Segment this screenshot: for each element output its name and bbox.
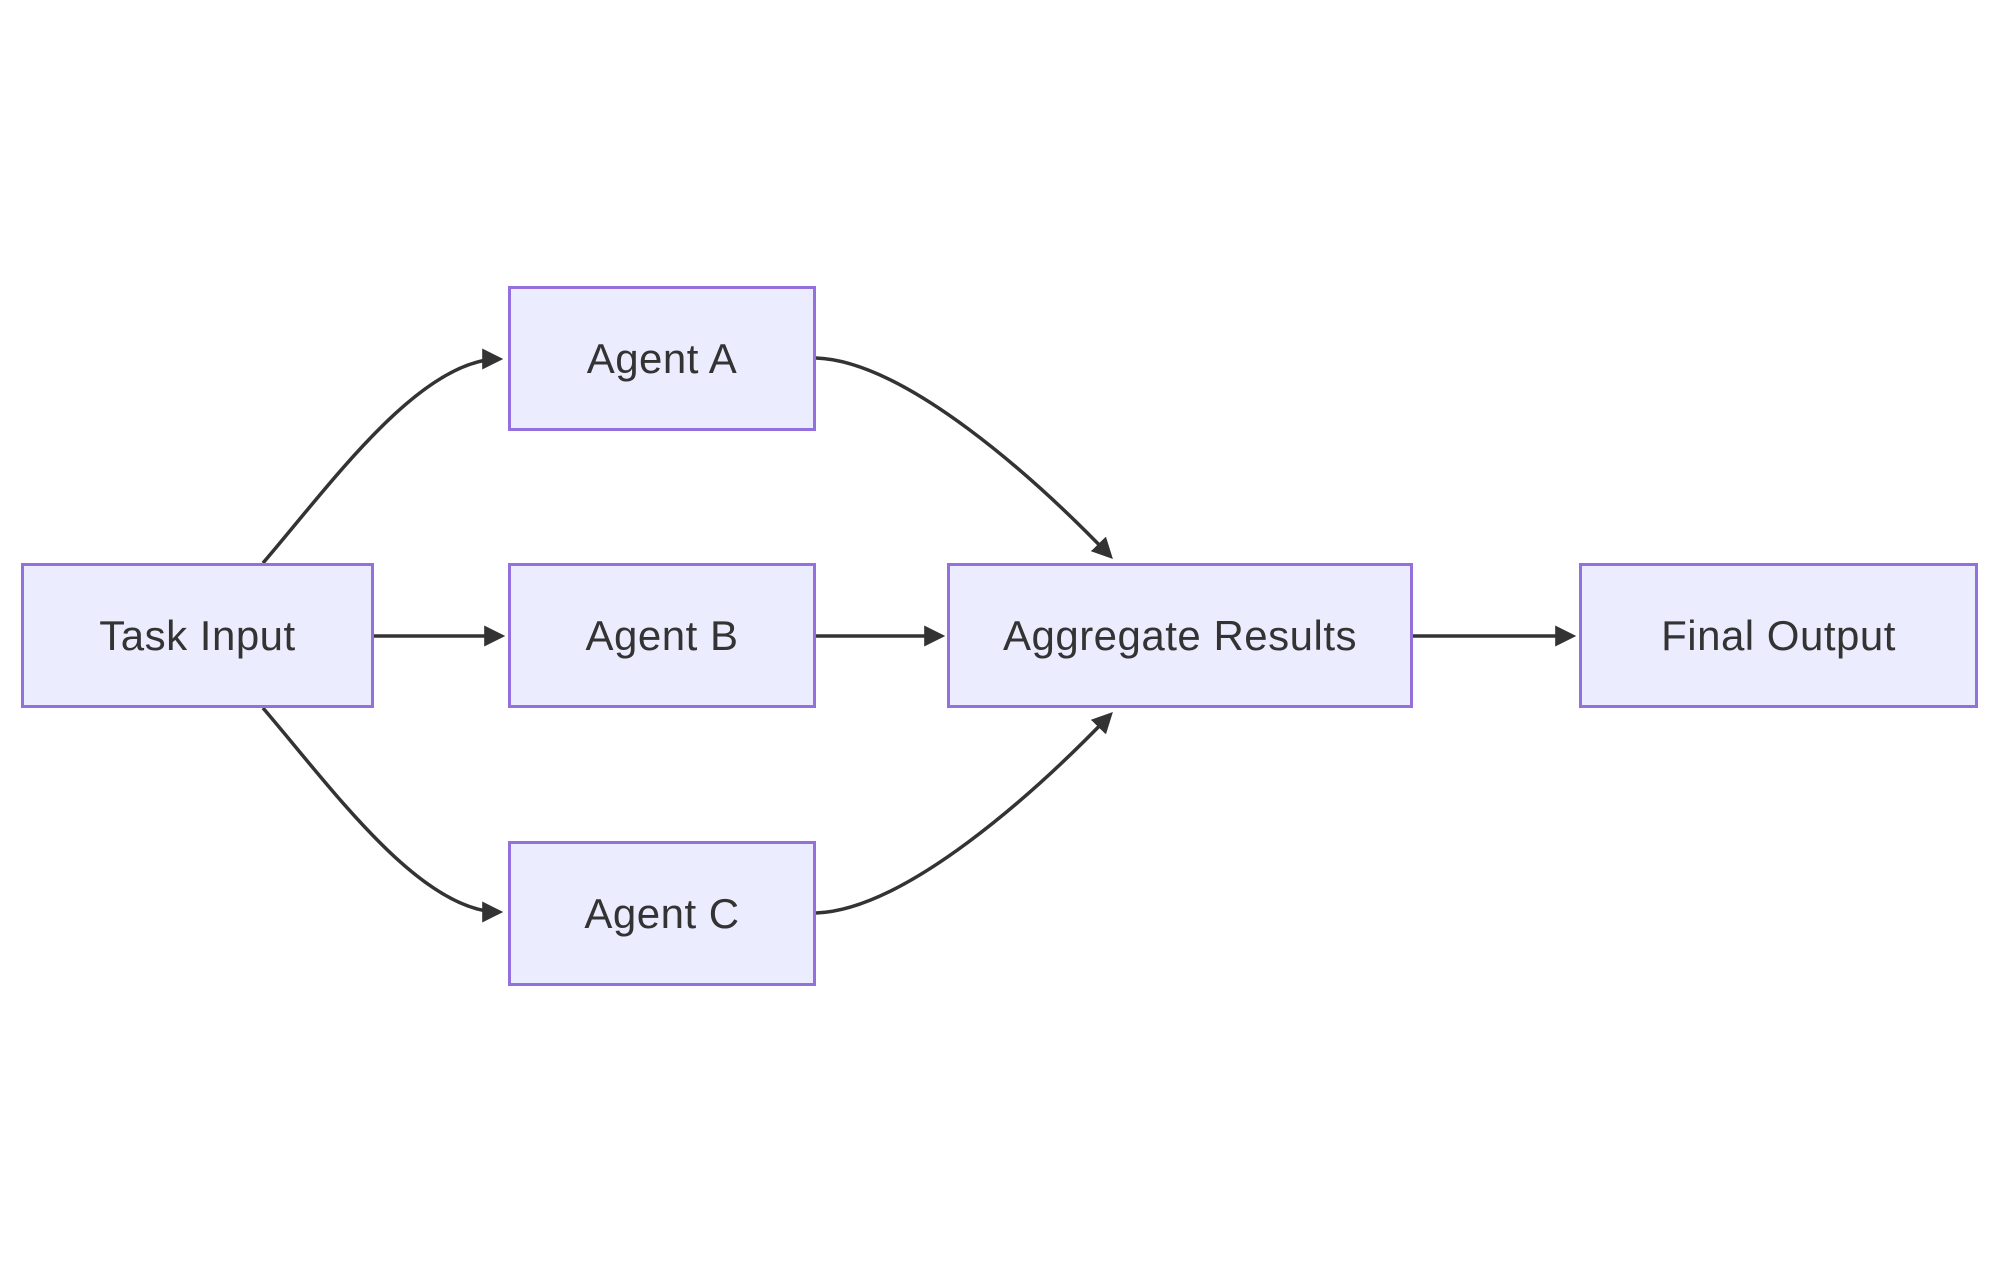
node-agent-b-label: Agent B [585, 611, 739, 659]
edge-task-input-to-agent-c [261, 706, 504, 923]
edge-agent-a-to-aggregate-results [815, 356, 1113, 560]
node-agent-b: Agent B [508, 563, 816, 708]
edge-task-input-to-agent-a [261, 348, 504, 565]
node-agent-c: Agent C [508, 841, 816, 986]
node-aggregate-results-label: Aggregate Results [1002, 611, 1358, 659]
node-final-output: Final Output [1579, 563, 1978, 708]
node-agent-a: Agent A [508, 286, 816, 431]
node-aggregate-results: Aggregate Results [947, 563, 1413, 708]
node-agent-a-label: Agent A [586, 334, 738, 382]
node-agent-c-label: Agent C [584, 889, 740, 937]
node-task-input-label: Task Input [99, 611, 296, 659]
node-final-output-label: Final Output [1661, 611, 1896, 659]
edge-agent-c-to-aggregate-results [815, 711, 1113, 915]
node-task-input: Task Input [21, 563, 374, 708]
